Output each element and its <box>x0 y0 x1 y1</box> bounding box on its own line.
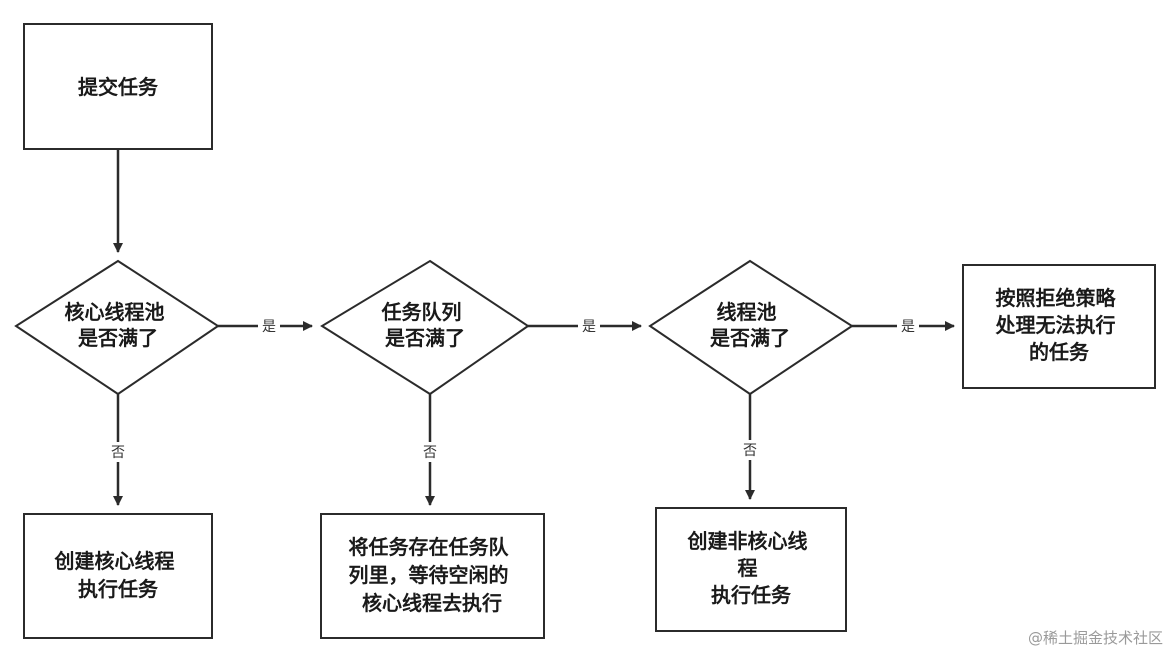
node-submit-line-1: 提交任务 <box>78 75 159 99</box>
decision-core-line-1: 核心线程池 <box>65 300 165 324</box>
decision-queue-line-2: 是否满了 <box>384 326 465 350</box>
label-queue-yes: 是 <box>582 319 596 335</box>
svg-text:提交任务: 提交任务 <box>78 75 159 99</box>
node-create-core-line-1: 创建核心线程 <box>54 549 175 573</box>
svg-text:按照拒绝策略 处理无法执行 的任务: 按照拒绝策略 处理无法执行 的任务 <box>995 286 1123 364</box>
svg-text:创建核心线程 执行任务: 创建核心线程 执行任务 <box>54 549 182 601</box>
decision-pool-line-1: 线程池 <box>717 300 777 324</box>
label-pool-no: 否 <box>743 443 757 459</box>
svg-text:创建非核心线 程 执行任务: 创建非核心线 程 执行任务 <box>687 529 815 607</box>
node-noncore-line-3: 执行任务 <box>711 583 792 607</box>
node-reject-line-3: 的任务 <box>1029 340 1090 364</box>
node-store-line-3: 核心线程去执行 <box>362 591 502 615</box>
node-reject-policy: 按照拒绝策略 处理无法执行 的任务 <box>962 264 1156 389</box>
node-noncore-line-2: 程 <box>738 556 758 580</box>
label-queue-no: 否 <box>423 445 437 461</box>
decision-queue-line-1: 任务队列 <box>381 300 462 324</box>
node-reject-line-1: 按照拒绝策略 <box>996 286 1117 310</box>
label-core-yes: 是 <box>262 319 276 335</box>
svg-text:任务队列 是否满了: 任务队列 是否满了 <box>381 300 469 350</box>
node-create-noncore-thread: 创建非核心线 程 执行任务 <box>655 507 847 632</box>
decision-core-pool-full: 核心线程池 是否满了 <box>14 259 220 396</box>
node-store-line-1: 将任务存在任务队 <box>349 535 510 559</box>
node-create-core-line-2: 执行任务 <box>78 577 159 601</box>
svg-text:将任务存在任务队 列里，等待空闲的: 将任务存在任务队 列里，等待空闲的 核心线程去执行 <box>349 535 516 615</box>
label-core-no: 否 <box>111 445 125 461</box>
node-store-line-2: 列里，等待空闲的 <box>349 563 509 587</box>
decision-core-line-2: 是否满了 <box>77 326 158 350</box>
decision-queue-full: 任务队列 是否满了 <box>320 259 530 396</box>
node-noncore-line-1: 创建非核心线 <box>687 529 808 553</box>
edge-labels: 是 是 是 否 否 否 <box>107 316 919 462</box>
decision-thread-pool-full: 线程池 是否满了 <box>648 259 854 396</box>
watermark: @稀土掘金技术社区 <box>1028 629 1163 647</box>
node-reject-line-2: 处理无法执行 <box>995 313 1116 337</box>
svg-text:核心线程池 是否满了: 核心线程池 是否满了 <box>65 300 172 350</box>
node-store-in-queue: 将任务存在任务队 列里，等待空闲的 核心线程去执行 <box>320 513 545 639</box>
node-create-core-thread: 创建核心线程 执行任务 <box>23 513 213 639</box>
label-pool-yes: 是 <box>901 319 915 335</box>
node-submit-task: 提交任务 <box>23 23 213 150</box>
decision-pool-line-2: 是否满了 <box>709 326 790 350</box>
svg-text:线程池 是否满了: 线程池 是否满了 <box>709 300 790 350</box>
